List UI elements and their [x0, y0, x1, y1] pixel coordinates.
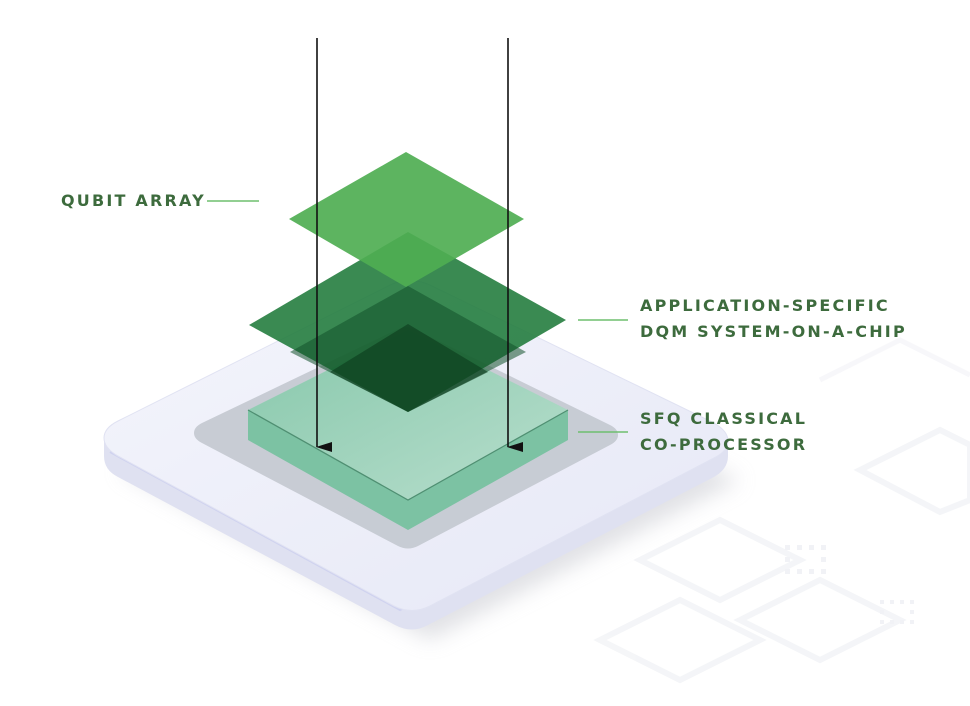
sfq-label: SFQ CLASSICAL CO-PROCESSOR — [640, 406, 807, 458]
sfq-label-line-2: CO-PROCESSOR — [640, 435, 808, 454]
qubit-array-label: QUBIT ARRAY — [61, 188, 206, 214]
asic-layer-core — [330, 324, 488, 412]
sfq-label-line-1: SFQ CLASSICAL — [640, 409, 808, 428]
sfq-layer-top — [248, 330, 568, 500]
asic-label-line-1: APPLICATION-SPECIFIC — [640, 296, 890, 315]
sfq-layer-side — [248, 410, 568, 530]
asic-label-line-2: DQM SYSTEM-ON-A-CHIP — [640, 322, 907, 341]
sfq-coprocessor-layer — [247, 330, 569, 530]
qubit-array-label-text: QUBIT ARRAY — [61, 191, 206, 210]
asic-label: APPLICATION-SPECIFIC DQM SYSTEM-ON-A-CHI… — [640, 293, 907, 345]
background-circuit-pattern — [593, 337, 970, 684]
asic-layer — [249, 232, 566, 412]
qubit-array-plate — [289, 152, 524, 287]
qubit-array-layer — [289, 152, 524, 287]
